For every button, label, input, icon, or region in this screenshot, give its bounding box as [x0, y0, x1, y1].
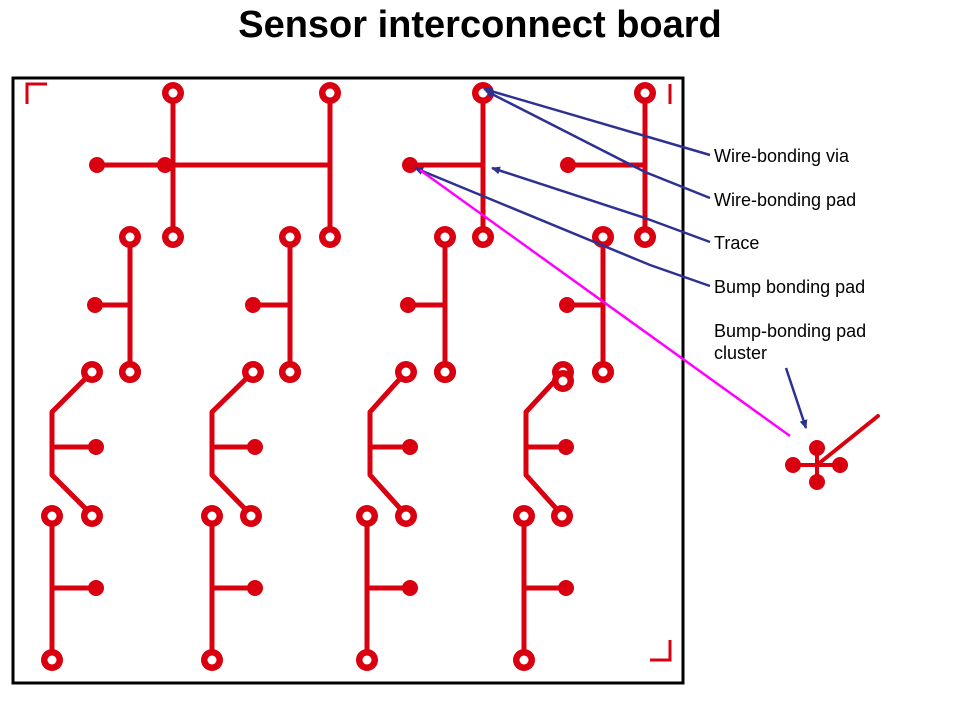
wire-bonding-via [81, 361, 103, 383]
wire-bonding-via [240, 505, 262, 527]
bump-bonding-pad [245, 297, 261, 313]
wire-bonding-via [551, 505, 573, 527]
bump-bonding-pad [88, 439, 104, 455]
wire-bonding-via [592, 361, 614, 383]
bump-bonding-pad [247, 439, 263, 455]
wire-bonding-via [201, 649, 223, 671]
bump-bonding-pad [87, 297, 103, 313]
legend-bump-bonding-pad-cluster: Bump-bonding pad cluster [714, 321, 867, 363]
bump-bonding-pad [402, 157, 418, 173]
wire-bonding-via [162, 226, 184, 248]
pointer-cluster [784, 367, 808, 429]
wire-bonding-via [279, 226, 301, 248]
bump-bonding-pad [88, 580, 104, 596]
bump-bonding-pad [558, 439, 574, 455]
bump-bonding-pad [560, 157, 576, 173]
legend-trace: Trace [714, 233, 760, 253]
wire-bonding-via [472, 226, 494, 248]
pointer-wire-bonding-via [483, 87, 711, 157]
wire-bonding-via [41, 505, 63, 527]
bump-bonding-pad [247, 580, 263, 596]
wire-bonding-via [434, 226, 456, 248]
sensor-board [11, 76, 685, 685]
corner-marks [25, 82, 672, 662]
bump-bonding-pad [89, 157, 105, 173]
wire-bonding-via [552, 370, 574, 392]
wire-bonding-via [319, 82, 341, 104]
pointer-trace [491, 166, 711, 244]
wire-bonding-via [395, 505, 417, 527]
bump-bonding-pad [558, 580, 574, 596]
bump-bonding-pads [87, 157, 576, 596]
wire-bonding-via [242, 361, 264, 383]
trace [162, 90, 333, 238]
legend-wire-bonding-via: Wire-bonding via [714, 146, 850, 166]
wire-bonding-via [162, 82, 184, 104]
wire-bonding-via [81, 505, 103, 527]
bump-bonding-pad [402, 439, 418, 455]
pointer-cluster-magenta [419, 168, 791, 438]
page-title: Sensor interconnect board [238, 4, 722, 46]
pointer-wire-bonding-pad [485, 89, 711, 200]
bump-bonding-pad-cluster [785, 414, 880, 490]
wire-bonding-via [395, 361, 417, 383]
wire-bonding-via [41, 649, 63, 671]
wire-bonding-via [119, 226, 141, 248]
wire-bonding-via [434, 361, 456, 383]
wire-bonding-vias [41, 82, 656, 671]
legend-wire-bonding-pad: Wire-bonding pad [714, 190, 857, 210]
wire-bonding-via [634, 226, 656, 248]
pointer-lines [414, 87, 808, 438]
bump-bonding-pad [559, 297, 575, 313]
wire-bonding-via [119, 361, 141, 383]
wire-bonding-via [634, 82, 656, 104]
wire-bonding-via [356, 649, 378, 671]
pointer-bump-bonding-pad [414, 166, 711, 288]
wire-bonding-via [513, 505, 535, 527]
wire-bonding-via [201, 505, 223, 527]
wire-bonding-via [319, 226, 341, 248]
wire-bonding-via [356, 505, 378, 527]
wire-bonding-via [513, 649, 535, 671]
corner-mark-top-left [25, 82, 47, 104]
bump-bonding-pad [157, 157, 173, 173]
bump-bonding-pad [400, 297, 416, 313]
trace [407, 90, 486, 238]
legend-bump-bonding-pad: Bump bonding pad [714, 277, 866, 297]
corner-mark-bottom-right [650, 640, 672, 662]
bump-bonding-pad [402, 580, 418, 596]
wire-bonding-via [279, 361, 301, 383]
